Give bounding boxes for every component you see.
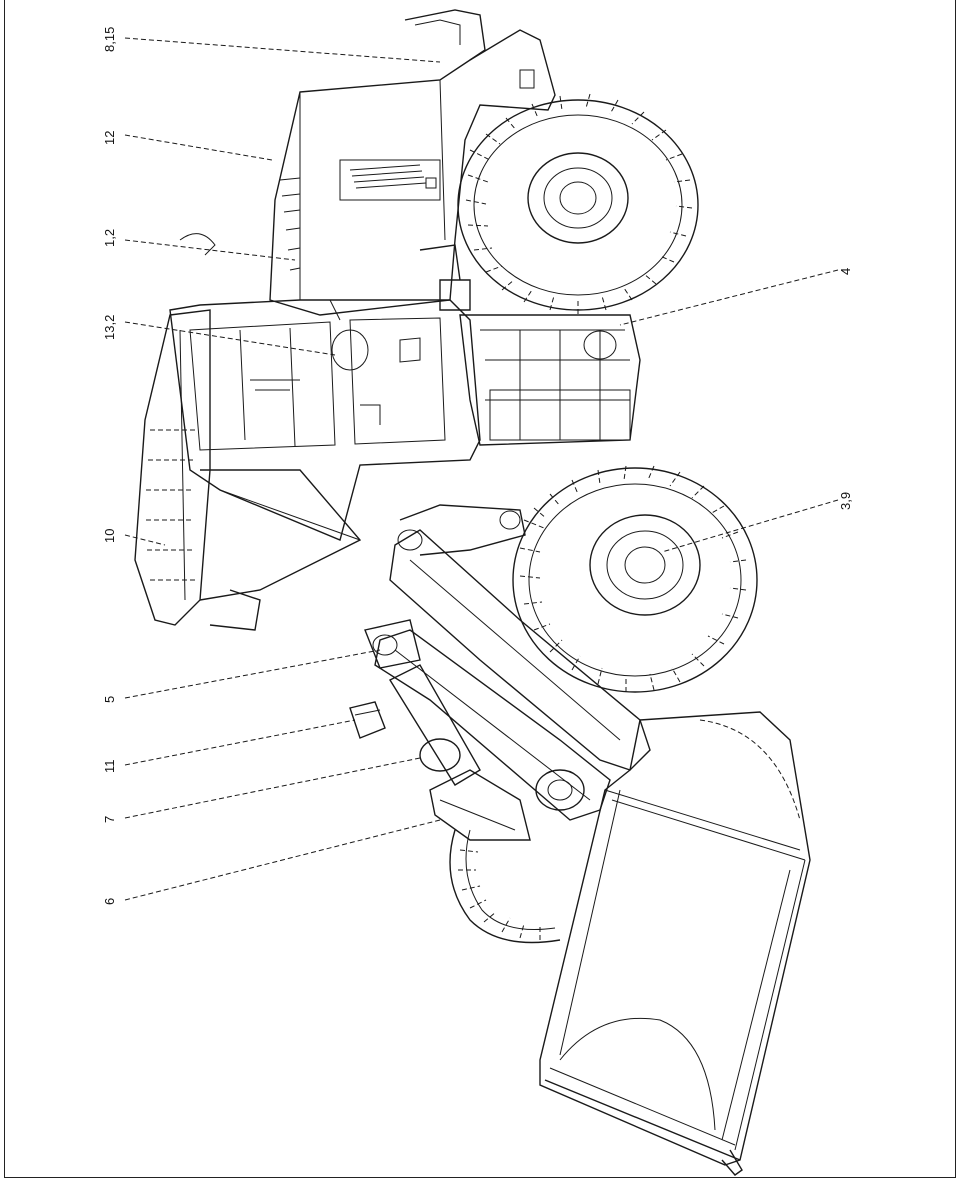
loader-boom	[374, 504, 651, 821]
callout-label: 1,2	[102, 229, 117, 247]
cab-frame	[134, 299, 481, 631]
rear-wheel	[457, 93, 699, 314]
articulation-joint	[419, 244, 641, 446]
rear-hood	[179, 9, 556, 316]
callout-label: 4	[838, 268, 853, 275]
front-left-wheel	[449, 829, 561, 944]
lift-cylinder	[349, 619, 531, 841]
callout-label: 11	[102, 760, 117, 774]
callout-label: 10	[102, 529, 117, 543]
front-wheel	[512, 465, 758, 693]
drawing-frame	[4, 0, 956, 1178]
callout-label: 13,2	[102, 315, 117, 340]
callout-label: 3,9	[838, 492, 853, 510]
leader-lines	[124, 37, 839, 901]
bucket	[539, 711, 811, 1176]
callout-label: 8,15	[102, 27, 117, 52]
callout-label: 12	[102, 131, 117, 145]
callout-label: 7	[102, 816, 117, 823]
callout-label: 6	[102, 898, 117, 905]
callout-labels: 8,15 12 1,2 13,2 10 5 11 7 6 4 3,9	[102, 27, 853, 905]
callout-label: 5	[102, 696, 117, 703]
